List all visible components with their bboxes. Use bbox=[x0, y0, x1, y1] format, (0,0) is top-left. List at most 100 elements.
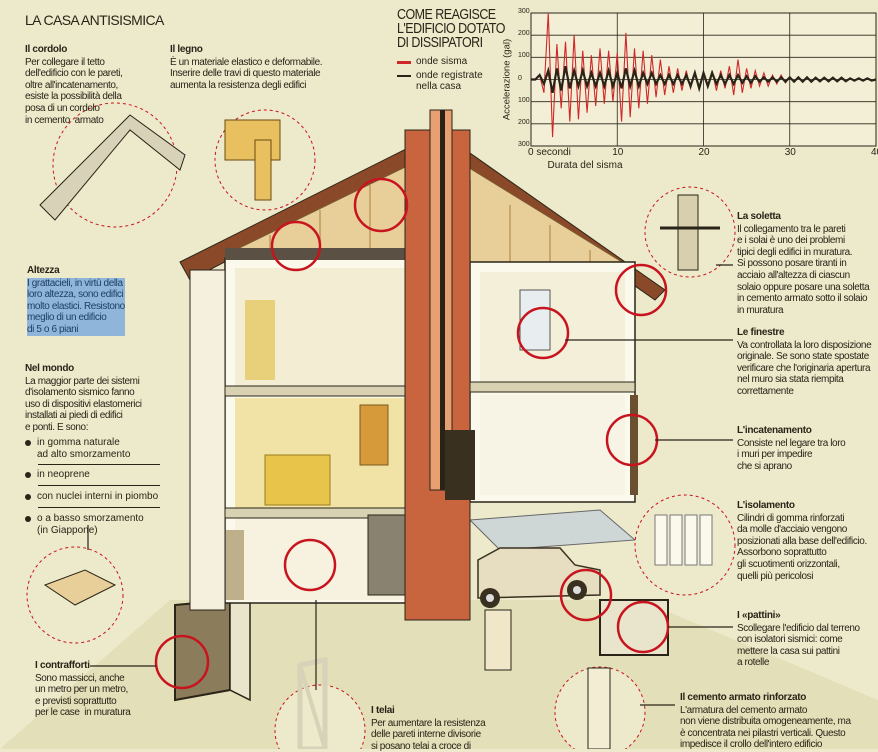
chart-title: COME REAGISCE L'EDIFICIO DOTATO DI DISSI… bbox=[397, 7, 505, 51]
slab-detail bbox=[677, 194, 699, 271]
section-body: L'armatura del cemento armato non viene … bbox=[680, 704, 851, 751]
section-body: Per collegare il tetto dell'edificio con… bbox=[25, 56, 123, 126]
divider bbox=[38, 464, 160, 465]
y-tick-label: 0 bbox=[518, 74, 522, 82]
rubber-cylinders bbox=[654, 514, 713, 566]
x-axis-label: Durata del sisma bbox=[547, 160, 623, 171]
section-title: La soletta bbox=[737, 211, 781, 222]
legend-item-casa: onde registrate nella casa bbox=[397, 70, 496, 93]
chart-legend: onde sisma onde registrate nella casa bbox=[397, 56, 496, 95]
kitchen-island bbox=[264, 454, 331, 506]
bathroom-cabinet bbox=[245, 300, 275, 380]
y-tick-label: 100 bbox=[518, 96, 530, 104]
section-body: Sono massicci, anche un metro per un met… bbox=[35, 672, 131, 719]
pillar-foundation bbox=[484, 609, 512, 671]
tie-rod bbox=[630, 395, 638, 495]
boiler bbox=[367, 514, 409, 596]
section-title: I «pattini» bbox=[737, 610, 781, 621]
bullet-item: o a basso smorzamento (in Giappone) bbox=[25, 513, 144, 536]
leader-lines bbox=[87, 264, 733, 706]
seismic-chart bbox=[530, 12, 877, 147]
x-tick-label: 40 bbox=[871, 147, 878, 158]
room-bedroom bbox=[480, 272, 625, 382]
highlight-circles bbox=[154, 177, 670, 690]
stone-wall bbox=[226, 530, 244, 600]
legend-label: onde registrate nella casa bbox=[416, 69, 483, 93]
floor-slab bbox=[469, 381, 636, 393]
section-pattini: I «pattini»Scollegare l'edificio dal ter… bbox=[737, 610, 860, 669]
section-title: Il cemento armato rinforzato bbox=[680, 692, 807, 703]
ring-beam-detail bbox=[39, 114, 186, 221]
section-title: L'incatenamento bbox=[737, 425, 812, 436]
x-tick-label: 0 secondi bbox=[528, 147, 571, 158]
y-tick-label: 100 bbox=[518, 52, 530, 60]
section-title: I contrafforti bbox=[35, 660, 90, 671]
section-body: La maggior parte dei sistemi d'isolament… bbox=[25, 375, 142, 433]
y-tick-label: 200 bbox=[518, 30, 530, 38]
wood-post-detail bbox=[254, 139, 272, 201]
garage-roof bbox=[468, 509, 637, 551]
legend-label: onde sisma bbox=[416, 56, 468, 67]
section-title: Il cordolo bbox=[25, 44, 68, 55]
series-line-casa bbox=[531, 65, 877, 94]
section-title: Nel mondo bbox=[25, 363, 74, 374]
section-body: È un materiale elastico e deformabile. I… bbox=[170, 56, 323, 91]
chimney-pipe bbox=[440, 110, 445, 490]
section-body: Consiste nel legare tra loro i muri per … bbox=[737, 437, 846, 472]
fireplace bbox=[445, 430, 475, 500]
bullet-item: con nuclei interni in piombo bbox=[25, 491, 158, 503]
bullet-icon bbox=[25, 440, 31, 446]
bullet-text: con nuclei interni in piombo bbox=[37, 491, 159, 502]
wood-beam-detail bbox=[224, 119, 281, 161]
bullet-text: in gomma naturale ad alto smorzamento bbox=[37, 437, 131, 460]
divider bbox=[38, 507, 160, 508]
section-body: Cilindri di gomma rinforzati da molle d'… bbox=[737, 512, 867, 582]
floor-slab bbox=[224, 385, 421, 397]
y-tick-label: 300 bbox=[518, 141, 530, 148]
section-title: Il legno bbox=[170, 44, 203, 55]
frame-brace bbox=[298, 664, 327, 749]
bullet-text: o a basso smorzamento (in Giappone) bbox=[37, 513, 144, 536]
section-body: Scollegare l'edificio dal terreno con is… bbox=[737, 622, 860, 669]
isolator-device bbox=[43, 569, 117, 606]
y-tick-label: 200 bbox=[518, 118, 530, 126]
window bbox=[519, 289, 551, 351]
section-body: Va controllata la loro disposizione orig… bbox=[737, 339, 872, 397]
section-title: Altezza bbox=[27, 265, 60, 276]
x-tick-label: 30 bbox=[784, 147, 796, 158]
left-wall-side bbox=[189, 269, 226, 611]
bullet-text: in neoprene bbox=[37, 469, 90, 480]
section-title: L'isolamento bbox=[737, 500, 795, 511]
x-tick-label: 10 bbox=[612, 147, 624, 158]
legend-item-sisma: onde sisma bbox=[397, 56, 496, 68]
frame-detail bbox=[297, 656, 328, 749]
ring-beam bbox=[225, 248, 420, 260]
buttress-left-side bbox=[229, 599, 251, 702]
pillar-detail bbox=[587, 667, 611, 749]
bullet-icon bbox=[25, 472, 31, 478]
room-living bbox=[480, 395, 625, 495]
section-body-selected: I grattacieli, in virtù della loro altez… bbox=[27, 277, 125, 336]
door bbox=[359, 404, 389, 466]
page-title: LA CASA ANTISISMICA bbox=[25, 12, 164, 28]
buttress-left bbox=[174, 598, 231, 702]
y-axis-label: Accelerazione (gal) bbox=[501, 38, 513, 121]
bullet-item: in neoprene bbox=[25, 469, 90, 481]
bullet-icon bbox=[25, 494, 31, 500]
legend-swatch-red bbox=[397, 61, 411, 64]
buttress-right bbox=[599, 599, 669, 656]
section-body: Il collegamento tra le pareti e i solai … bbox=[737, 223, 870, 316]
section-title: Le finestre bbox=[737, 327, 785, 338]
x-tick-label: 20 bbox=[698, 147, 710, 158]
bullet-item: in gomma naturale ad alto smorzamento bbox=[25, 437, 130, 460]
